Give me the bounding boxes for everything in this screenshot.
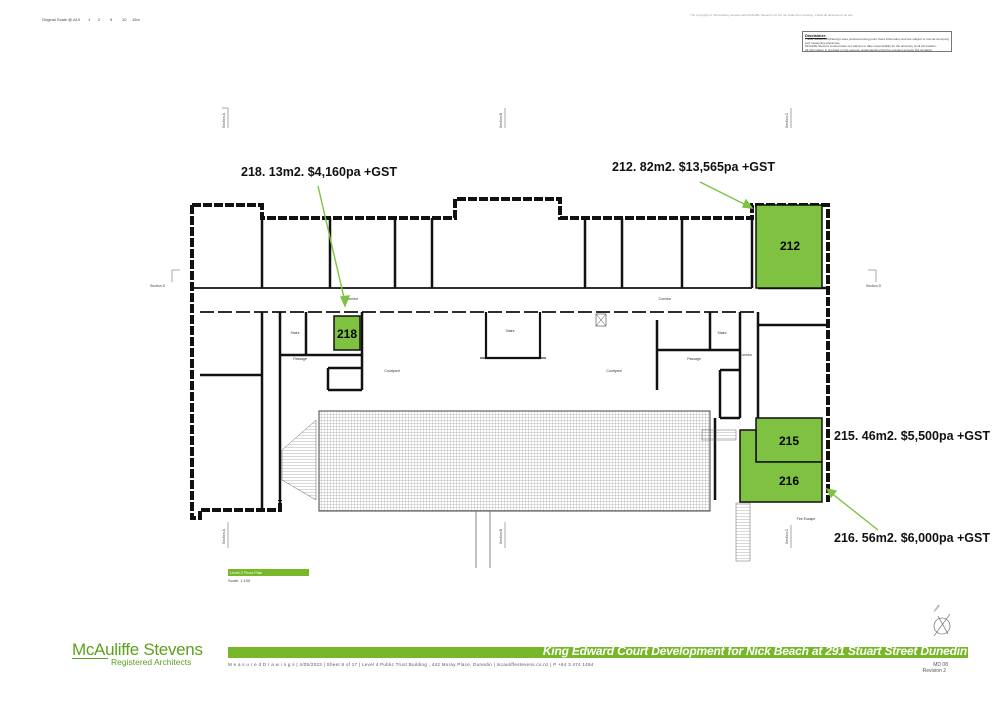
scale-mark: 0 <box>78 17 81 22</box>
corridor-label: Corridor <box>659 297 672 301</box>
north-label: north <box>933 604 941 613</box>
courtyard-label: Courtyard <box>384 369 399 373</box>
copyright-note: The Copyright of this drawing remains wi… <box>690 13 854 17</box>
plan-title-banner: Level 2 Floor Plan <box>228 569 309 576</box>
plan-scale: Scale: 1:100 <box>228 578 251 583</box>
project-title: King Edward Court Development for Nick B… <box>542 644 967 658</box>
tenancy-215[interactable] <box>755 417 823 463</box>
disclaimer-box: Disclaimer: These Measured Drawings were… <box>802 31 952 52</box>
tenancy-218-label: 218 <box>337 327 357 341</box>
ramp <box>281 419 317 501</box>
footer-info: M e a s u r e d D r a w i n g s | 4/05/2… <box>228 662 594 667</box>
callout-leaders <box>317 181 879 531</box>
plan-title: Level 2 Floor Plan <box>230 570 263 575</box>
tenancy-215-label: 215 <box>779 434 799 448</box>
scale-mark: 1 <box>88 17 91 22</box>
lift-shaft <box>595 313 607 327</box>
section-b-top: Section B <box>499 112 503 128</box>
inner-walls <box>192 218 828 510</box>
section-a-bottom: Section A <box>222 529 226 544</box>
fire-escape-label: Fire Escape <box>797 517 816 521</box>
disclaimer-line: All information is provided on the expre… <box>805 47 933 52</box>
section-a-top: Section A <box>222 113 226 128</box>
passage-label: Passage <box>293 357 307 361</box>
tenancy-218[interactable] <box>333 315 361 351</box>
scale-mark: 10 <box>122 17 127 22</box>
section-markers <box>171 107 877 548</box>
stair-bay <box>480 312 546 360</box>
passage-label: Passage <box>687 357 701 361</box>
tenancy-212[interactable] <box>755 204 823 289</box>
logo-rule <box>72 658 108 659</box>
disclaimer-line: McAuliffe Stevens Limited does not warra… <box>805 44 937 49</box>
callout-215: 215. 46m2. $5,500pa +GST <box>834 429 991 443</box>
section-b-bottom: Section B <box>499 528 503 544</box>
disclaimer-line: These Measured Drawings were produced us… <box>805 37 949 45</box>
tenancy-212-label: 212 <box>780 239 800 253</box>
stairs-label: Stairs <box>291 331 300 335</box>
tenancy-216-label: 216 <box>779 474 799 488</box>
corridor-label: Corridor <box>740 353 753 357</box>
fire-escape-stairs <box>735 502 751 562</box>
courtyard-label: Courtyard <box>606 369 621 373</box>
section-c-top: Section C <box>785 112 789 128</box>
section-c-bottom: Section C <box>785 528 789 544</box>
callout-218: 218. 13m2. $4,160pa +GST <box>241 165 398 179</box>
section-d-left: Section D <box>150 284 166 288</box>
tenancy-216[interactable] <box>739 429 823 503</box>
callout-212: 212. 82m2. $13,565pa +GST <box>612 160 775 174</box>
courtyard-skylight <box>318 410 711 512</box>
stairs-label: Stairs <box>506 329 515 333</box>
revision-label: Revision 2 <box>922 668 946 674</box>
disclaimer-title: Disclaimer: <box>805 33 827 38</box>
walkway <box>701 429 737 441</box>
section-d-right: Section D <box>866 284 882 288</box>
firm-logo: McAuliffe Stevens <box>72 640 203 659</box>
original-scale-label: Original Scale @ A1 <box>42 17 78 22</box>
drawing-number: MD 08 <box>933 662 948 668</box>
corridor-label: Corridor <box>346 297 359 301</box>
scale-mark: 15m <box>132 17 140 22</box>
title-bar <box>228 647 968 658</box>
stairs-label: Stairs <box>718 331 727 335</box>
scale-mark: 2 <box>98 17 101 22</box>
scale-mark: 5 <box>110 17 113 22</box>
north-arrow-icon <box>933 613 951 637</box>
callout-216: 216. 56m2. $6,000pa +GST <box>834 531 991 545</box>
firm-subtitle: Registered Architects <box>111 657 192 667</box>
